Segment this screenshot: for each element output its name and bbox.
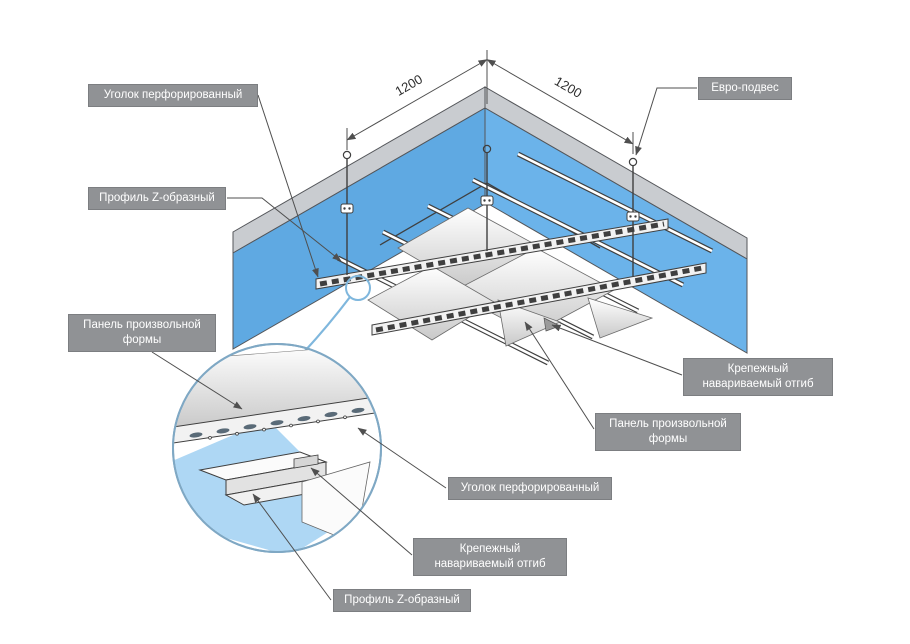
dimension-right-value: 1200 [552,73,585,100]
dimension-line-right [486,59,634,145]
leader-bend-right [551,324,683,376]
leader-z-profile-left [227,197,342,262]
label-panel-left: Панель произвольной формы [68,314,216,352]
detail-connector-line [303,296,351,353]
detail-source-circle [345,275,371,301]
label-z-profile-bottom: Профиль Z-образный [333,589,471,612]
leader-angle-bottom [357,427,447,489]
euro-hanger-left [340,150,354,275]
leader-z-profile-bottom [252,493,332,601]
detail-welded-bend-tab [293,454,319,469]
label-z-profile-left: Профиль Z-образный [88,187,226,210]
leader-angle-top [257,94,319,278]
label-euro-hanger: Евро-подвес [698,77,792,100]
perforation-holes-rear [375,265,703,333]
leader-euro-hanger [635,87,697,156]
leader-lines [151,87,697,601]
perforated-angle-rear [371,262,707,336]
perforated-angle-rails [315,218,707,336]
label-welded-bend-bottom: Крепежный навариваемый отгиб [413,538,567,576]
leader-panel-right [524,321,595,430]
label-perforated-angle-bottom: Уголок перфорированный [448,477,612,500]
euro-hanger-right [626,157,640,277]
leader-panel-left [151,351,243,410]
perforation-holes-front [319,221,665,287]
euro-hanger-center [480,144,494,251]
dimension-left-value: 1200 [392,71,425,98]
dimension-line-left [346,59,488,141]
label-welded-bend-right: Крепежный навариваемый отгиб [683,358,833,396]
label-perforated-angle-top: Уголок перфорированный [88,84,258,107]
leader-bend-bottom [310,467,413,556]
detail-rivet-dots [208,415,347,440]
label-panel-right: Панель произвольной формы [595,413,741,451]
euro-hangers [340,144,640,277]
detail-circle-outline [172,343,382,553]
detail-perforation-slots [189,407,365,438]
panel-fold [587,297,654,339]
